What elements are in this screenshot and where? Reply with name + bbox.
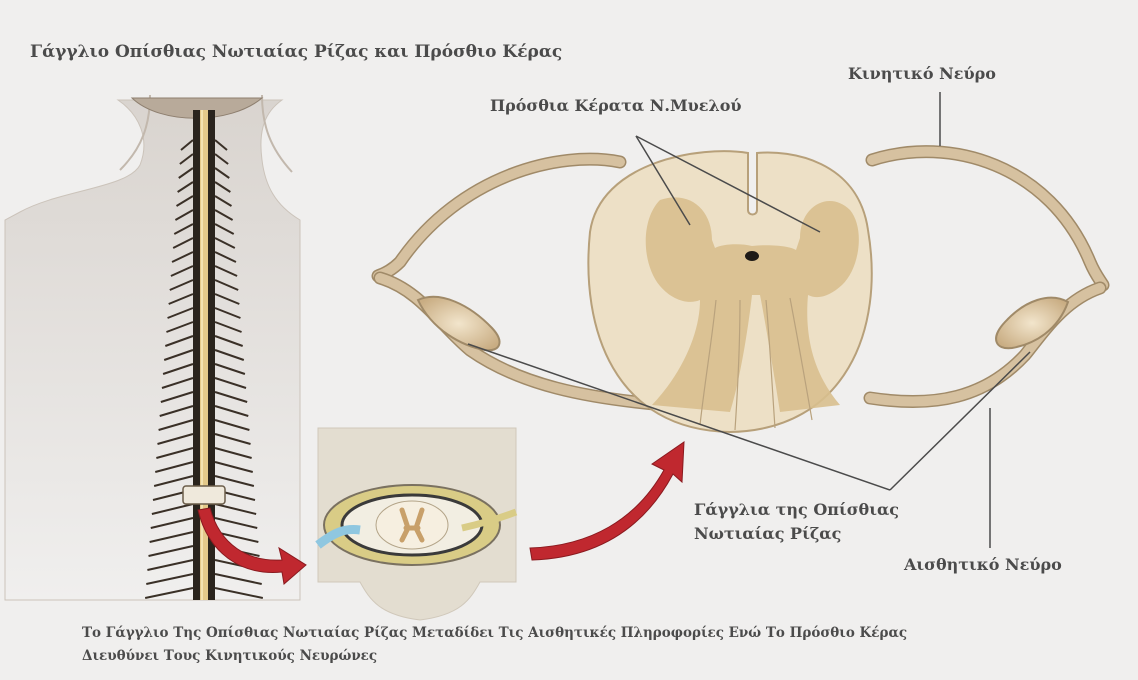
caption-line2: Διευθύνει Τους Κινητικούς Νευρώνες xyxy=(82,645,1122,668)
section-marker xyxy=(183,486,225,504)
right-spinal-nerve xyxy=(870,152,1103,402)
back-silhouette xyxy=(5,100,300,600)
label-ganglia-line2: Νωτιαίας Ρίζας xyxy=(694,522,899,546)
central-canal xyxy=(745,251,759,261)
red-arrow-right xyxy=(530,442,684,560)
caption: Το Γάγγλιο Της Οπίσθιας Νωτιαίας Ρίζας Μ… xyxy=(82,622,1122,668)
cross-section-inset xyxy=(318,428,684,620)
diagram-title: Γάγγλιο Οπίσθιας Νωτιαίας Ρίζας και Πρόσ… xyxy=(30,42,562,62)
label-ganglia-line1: Γάγγλια της Οπίσθιας xyxy=(694,498,899,522)
label-dorsal-root-ganglia: Γάγγλια της Οπίσθιας Νωτιαίας Ρίζας xyxy=(694,498,899,546)
back-illustration xyxy=(5,95,306,600)
label-sensory-nerve: Αισθητικό Νεύρο xyxy=(904,555,1062,574)
inset-cord xyxy=(376,501,448,549)
label-anterior-horns: Πρόσθια Κέρατα Ν.Μυελού xyxy=(490,96,741,115)
right-dorsal-root-ganglion xyxy=(996,298,1068,348)
label-motor-nerve: Κινητικό Νεύρο xyxy=(848,64,996,83)
caption-line1: Το Γάγγλιο Της Οπίσθιας Νωτιαίας Ρίζας Μ… xyxy=(82,622,1122,645)
